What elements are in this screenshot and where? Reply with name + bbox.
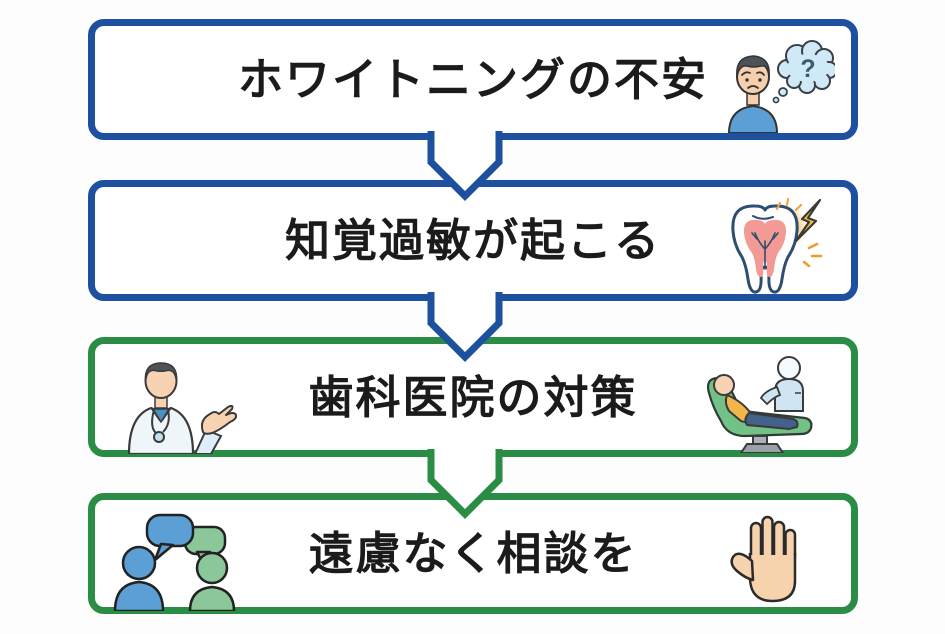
flow-step-4: 遠慮なく相談を [88,493,858,614]
lightning-icon [794,198,822,243]
dental-chair-icon [706,356,813,453]
step-2-label: 知覚過敏が起こる [284,215,661,266]
people-talking-icon [113,513,236,611]
thought-bubble-icon: ? [772,40,835,104]
step-3-label: 歯科医院の対策 [308,371,638,423]
step-1-label: ホワイトニングの不安 [237,54,708,105]
flow-step-2: 知覚過敏が起こる [88,180,858,301]
doctor-icon [127,362,237,454]
flow-step-1: ホワイトニングの不安 ? [88,19,858,140]
gesture-hand [200,404,237,435]
speech-bubble-blue [145,513,195,562]
flow-step-3: 歯科医院の対策 [88,337,858,457]
worried-person-icon: ? [727,40,835,133]
question-mark: ? [800,55,815,83]
sensitive-tooth-icon [731,197,823,294]
raised-hand-icon [730,515,797,603]
step-4-label: 遠慮なく相談を [308,528,638,579]
